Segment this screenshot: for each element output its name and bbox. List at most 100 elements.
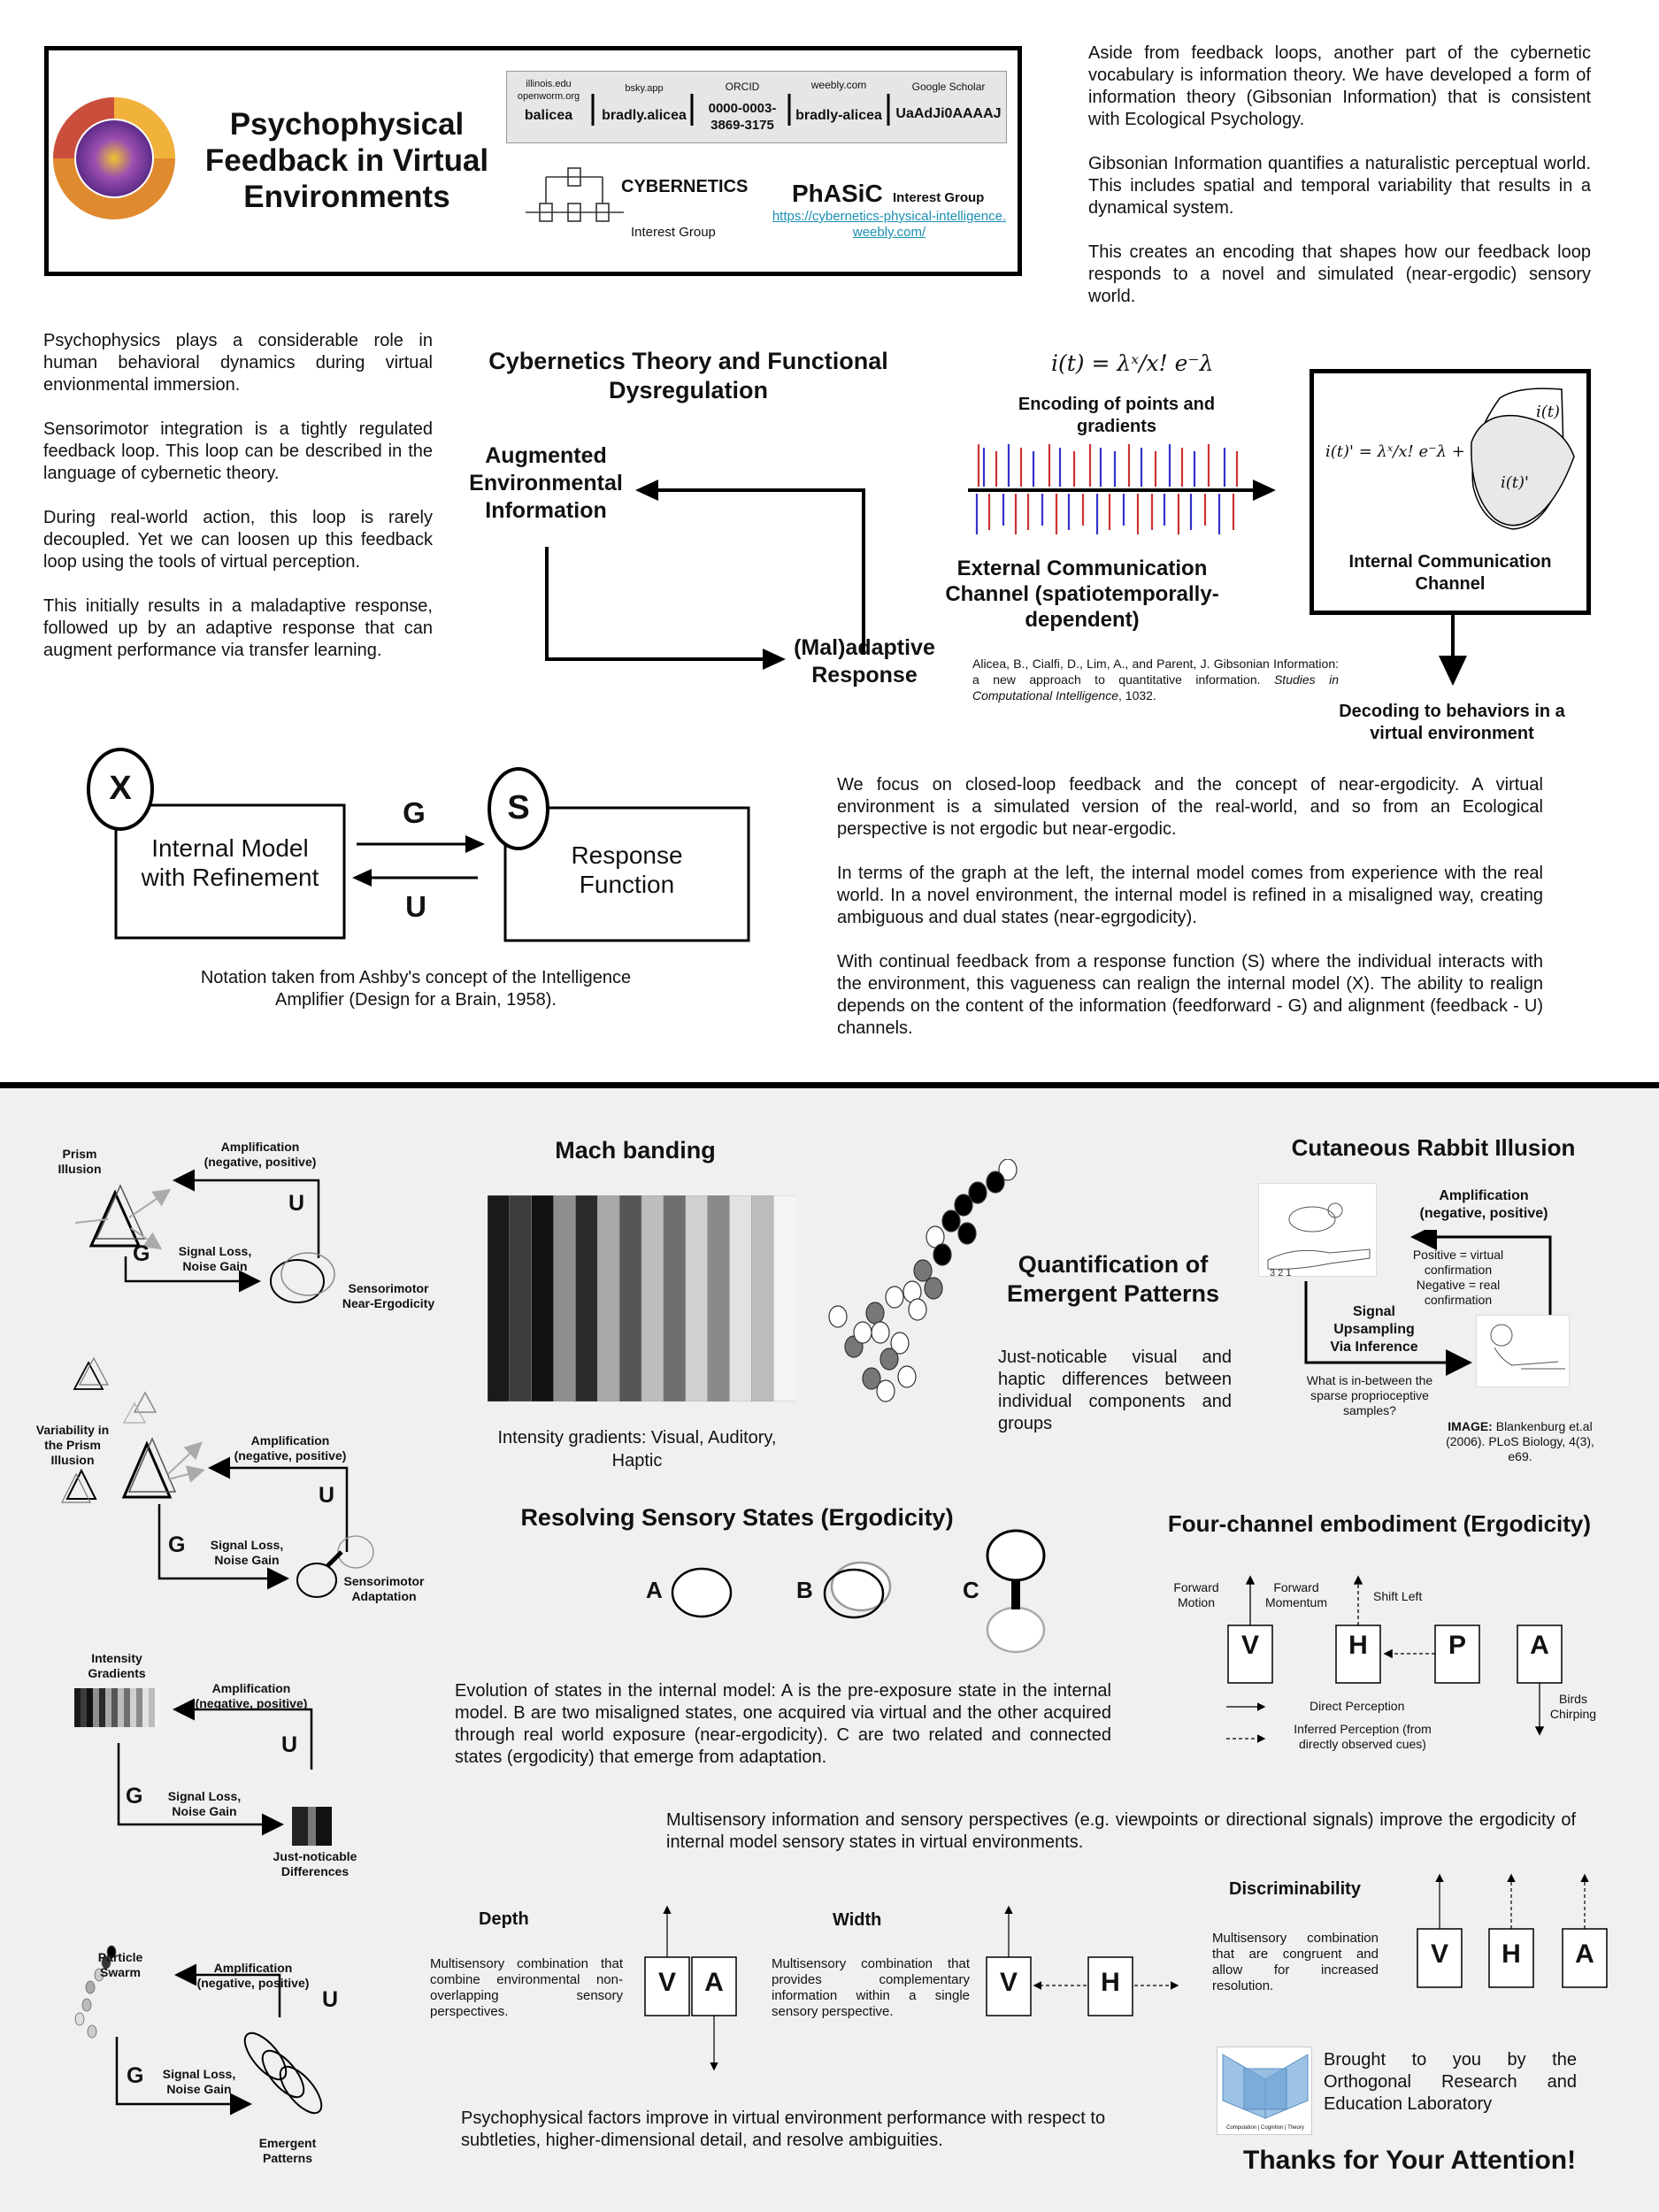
paragraph: Gibsonian Information quantifies a natur… [1088, 154, 1591, 218]
rabbit-amplification: Amplification (negative, positive) [1419, 1188, 1548, 1221]
rabbit-image-1: 3 2 1 [1258, 1183, 1377, 1279]
information-blob [1471, 388, 1575, 530]
swarm-particle [908, 1298, 927, 1321]
loop4-u: U [322, 1987, 339, 2012]
jnd-band [308, 1807, 316, 1846]
link-handle[interactable]: 0000-0003- 3869-3175 [708, 101, 777, 133]
mini-particle [85, 1980, 96, 1994]
encoding-label: Encoding of points and gradients [1018, 395, 1216, 436]
mach-band [575, 1195, 599, 1402]
rabbit-title: Cutaneous Rabbit Illusion [1291, 1134, 1576, 1161]
state-b-label: B [796, 1577, 813, 1603]
internal-channel-label: Internal Communication Channel [1348, 552, 1552, 594]
psycho-factors-text: Psychophysical factors improve in virtua… [461, 2108, 1106, 2150]
link-handle[interactable]: balicea [524, 108, 573, 123]
link-handle[interactable]: bradly.alicea [602, 108, 687, 123]
loop3-u: U [281, 1732, 298, 1757]
mach-band [751, 1195, 774, 1402]
loop4-amplification: Amplification (negative, positive) [196, 1961, 310, 1990]
blob-outer-label: i(t) [1536, 403, 1561, 421]
mini-particle [74, 2012, 85, 2026]
swarm-particle [865, 1302, 885, 1325]
mach-band [618, 1195, 642, 1402]
rabbit-confirmation: Positive = virtual confirmation Negative… [1412, 1248, 1504, 1307]
fourchannel-diagram [1226, 1575, 1563, 1743]
citation-journal: Studies in Computational Intelligence [972, 672, 1340, 703]
mini-particle [87, 2024, 97, 2039]
jnd-band [292, 1807, 300, 1846]
multisensory-text: Multisensory information and sensory per… [666, 1810, 1576, 1852]
state-a-label: A [646, 1577, 663, 1603]
phasic-label: PhASiC [792, 180, 883, 207]
swarm-particle [954, 1194, 973, 1217]
info-theory-text: Aside from feedback loops, another part … [1088, 42, 1591, 308]
swarm-particle [998, 1159, 1018, 1181]
sensory-states [671, 1529, 1046, 1654]
state-c-label: C [963, 1577, 979, 1603]
loop4-top-label: Particle Swarm [97, 1950, 143, 1979]
poster-logo [53, 97, 175, 219]
link-source: illinois.edu openworm.org [517, 79, 580, 102]
loop3-signal-loss: Signal Loss, Noise Gain [167, 1789, 242, 1818]
width-diagram [986, 1905, 1179, 2016]
ashby-diagram [87, 748, 750, 942]
mach-band [509, 1195, 533, 1402]
intensity-band [87, 1688, 93, 1727]
gibsonian-citation: Alicea, B., Cialfi, D., Lim, A., and Par… [972, 656, 1339, 703]
channel-h: H [1348, 1631, 1368, 1660]
swarm-particle [853, 1321, 872, 1344]
intensity-band [93, 1688, 99, 1727]
x-node-label: X [109, 770, 132, 807]
loop3-bottom-label: Just-noticable Differences [273, 1849, 357, 1878]
intensity-band [74, 1688, 81, 1727]
cybernetics-logo [526, 167, 624, 222]
forward-motion-label: Forward Motion [1173, 1580, 1219, 1609]
swarm-particle [862, 1367, 881, 1390]
internal-channel-box [1310, 369, 1591, 615]
swarm-particle [913, 1259, 933, 1282]
link-handle[interactable]: bradly-alicea [795, 108, 882, 123]
rabbit-upsampling: Signal Upsampling Via Inference [1330, 1304, 1418, 1355]
jnd-band [316, 1807, 324, 1846]
citation-text: Alicea, B., Cialfi, D., Lim, A., and Par… [972, 657, 1339, 687]
image-credit-text: Blankenburg et.al (2006). PLoS Biology, … [1446, 1419, 1594, 1463]
mini-particle [94, 1968, 104, 1982]
mach-title: Mach banding [555, 1137, 716, 1164]
svg-text:3 2 1: 3 2 1 [1270, 1268, 1291, 1278]
poster-title: Psychophysical Feedback in Virtual Envir… [204, 107, 489, 214]
augmented-info-label: Augmented Environmental Information [469, 443, 623, 523]
section-divider [0, 1082, 1659, 1088]
phasic-url[interactable]: https://cybernetics-physical-intelligenc… [772, 209, 1007, 240]
depth-a: A [704, 1968, 724, 1997]
image-credit-label: IMAGE: [1448, 1419, 1493, 1433]
direct-perception-legend: Direct Perception [1310, 1699, 1405, 1713]
width-text: Multisensory combination that provides c… [772, 1956, 970, 2019]
intensity-band [136, 1688, 142, 1727]
loop3-top-label: Intensity Gradients [88, 1651, 146, 1680]
paragraph: With continual feedback from a response … [837, 952, 1543, 1038]
paragraph: We focus on closed-loop feedback and the… [837, 775, 1543, 839]
encoding-spike-train [968, 444, 1276, 534]
loop-intensity [74, 1688, 332, 1846]
discrim-h: H [1502, 1939, 1521, 1969]
citation-tail: , 1032. [1118, 688, 1156, 703]
person-lab-icon [1490, 1324, 1565, 1370]
cybernetics-loop-arrows [545, 480, 865, 670]
links-bar [506, 71, 1007, 143]
paragraph: This creates an encoding that shapes how… [1088, 242, 1591, 306]
rabbit-arm-icon: 3 2 1 [1267, 1202, 1371, 1279]
thanks-banner: Thanks for Your Attention! [1243, 2146, 1577, 2175]
loop-particle-swarm [74, 1945, 323, 2116]
discrim-a: A [1575, 1939, 1594, 1969]
link-handle[interactable]: UaAdJi0AAAAJ [895, 106, 1002, 121]
loop-prism [74, 1169, 335, 1303]
jnd-band [300, 1807, 308, 1846]
link-dividers [591, 94, 890, 126]
loop4-g: G [127, 2063, 144, 2088]
mini-particle [81, 1998, 92, 2012]
intensity-band [118, 1688, 124, 1727]
intensity-band [111, 1688, 118, 1727]
swarm-particle [876, 1379, 895, 1402]
channel-a: A [1530, 1631, 1549, 1660]
mini-particle [101, 1955, 111, 1970]
